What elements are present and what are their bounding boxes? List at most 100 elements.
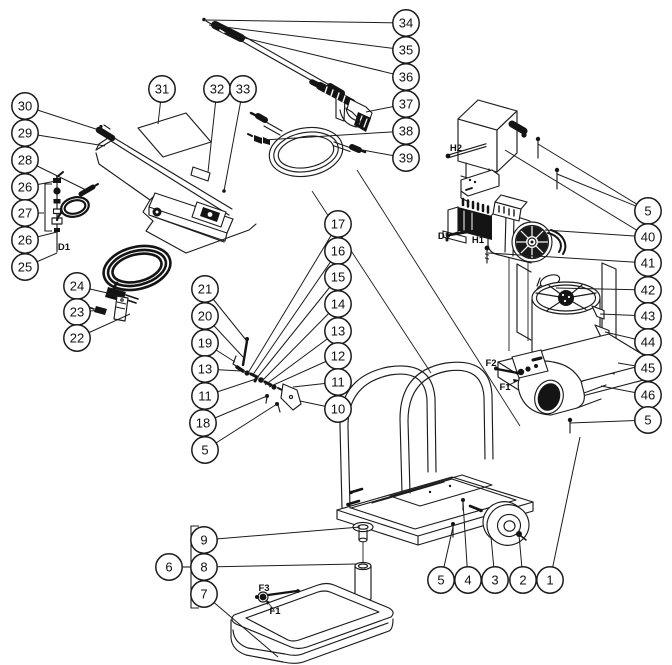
leader-line [223,32,407,78]
callout-number: 37 [399,97,413,112]
callout-number: 22 [70,331,84,346]
callout-circle [229,75,257,103]
bracket-group-26-27 [44,183,52,232]
handle-drawing [95,124,233,216]
leader-line [251,250,339,377]
callout-number: 10 [331,402,345,417]
leader-line [204,403,278,451]
callout-number: 2 [519,573,526,588]
callout-number: 18 [196,416,210,431]
callout-number: 19 [198,336,212,351]
part-label-f1: F1 [499,382,511,393]
callout-number: 33 [236,82,250,97]
callout-number: 21 [198,282,212,297]
leader-line [544,229,649,238]
callout-22: 22 [63,313,131,352]
callout-number: 5 [644,204,651,219]
callout-41: 41 [487,249,662,277]
callout-number: 32 [210,82,224,97]
callout-13: 13 [264,317,352,386]
control-box-drawing [445,99,560,203]
callout-circle [392,144,420,172]
callout-6: 6 [155,553,183,581]
callout-25: 25 [11,252,58,281]
callout-5: 5 [569,406,662,434]
callout-number: 11 [198,389,212,404]
leader-line [260,303,339,383]
quick-coupler-drawing [247,133,270,145]
callout-30: 30 [11,92,103,132]
callout-number: 20 [198,309,212,324]
callout-8: 8 [190,553,357,581]
callout-17: 17 [247,210,352,374]
callout-number: 9 [200,533,207,548]
callout-number: 23 [70,305,84,320]
callout-2: 2 [509,534,537,594]
callout-42: 42 [555,276,662,304]
callout-number: 6 [165,560,172,575]
callout-11: 11 [191,378,257,410]
power-cord-drawing [87,244,172,322]
callout-35: 35 [208,24,420,64]
callout-number: 35 [399,43,413,58]
callout-4: 4 [454,501,482,594]
callout-number: 38 [399,124,413,139]
decal-drawing [137,112,212,158]
callout-number: 14 [331,297,345,312]
part-label-h1: H1 [472,235,485,246]
leader-line [264,330,339,386]
callout-39: 39 [356,144,420,172]
callout-27: 27 [11,199,44,227]
callout-number: 13 [331,324,345,339]
motor-drawing [442,194,567,351]
callout-circle [190,580,218,608]
callout-37: 37 [365,90,420,118]
part-label-h2: H2 [450,143,462,154]
callout-circle [155,553,183,581]
callout-13: 13 [191,355,242,383]
callout-number: 26 [18,233,32,248]
leader-line [504,149,649,238]
callout-number: 27 [18,206,32,221]
leader-line [205,19,407,24]
callout-circle [148,75,176,103]
control-panel-drawing [148,166,234,243]
callout-number: 25 [18,260,32,275]
callout-number: 13 [198,362,212,377]
callout-19: 19 [191,329,236,363]
callout-number: 15 [331,270,345,285]
callout-number: 5 [437,573,444,588]
callout-5: 5 [427,526,455,594]
leader-line [487,252,649,264]
callout-16: 16 [251,237,352,377]
callout-number: 16 [331,244,345,259]
callout-circle [63,324,91,352]
callout-36: 36 [223,32,420,91]
callout-number: 39 [399,151,413,166]
callout-number: 3 [491,573,498,588]
callout-circle [324,395,352,423]
callout-number: 7 [200,587,207,602]
callout-number: 5 [201,443,208,458]
callout-circle [11,253,39,281]
callout-33: 33 [223,75,257,192]
callout-number: 1 [546,573,553,588]
callout-23: 23 [63,298,103,326]
callout-31: 31 [148,75,176,125]
callout-34: 34 [205,9,420,37]
callout-28: 28 [11,146,87,191]
callout-number: 41 [641,256,655,271]
callout-circle [634,406,662,434]
leader-line [203,593,279,658]
diagram-line-art [51,17,656,664]
callout-number: 36 [399,70,413,85]
trigger-gun-drawing [309,79,373,132]
frame-drawing [336,361,534,603]
part-label-d1: D1 [58,242,71,253]
callout-number: 42 [641,283,655,298]
callout-number: 30 [18,99,32,114]
leader-line [537,143,649,212]
